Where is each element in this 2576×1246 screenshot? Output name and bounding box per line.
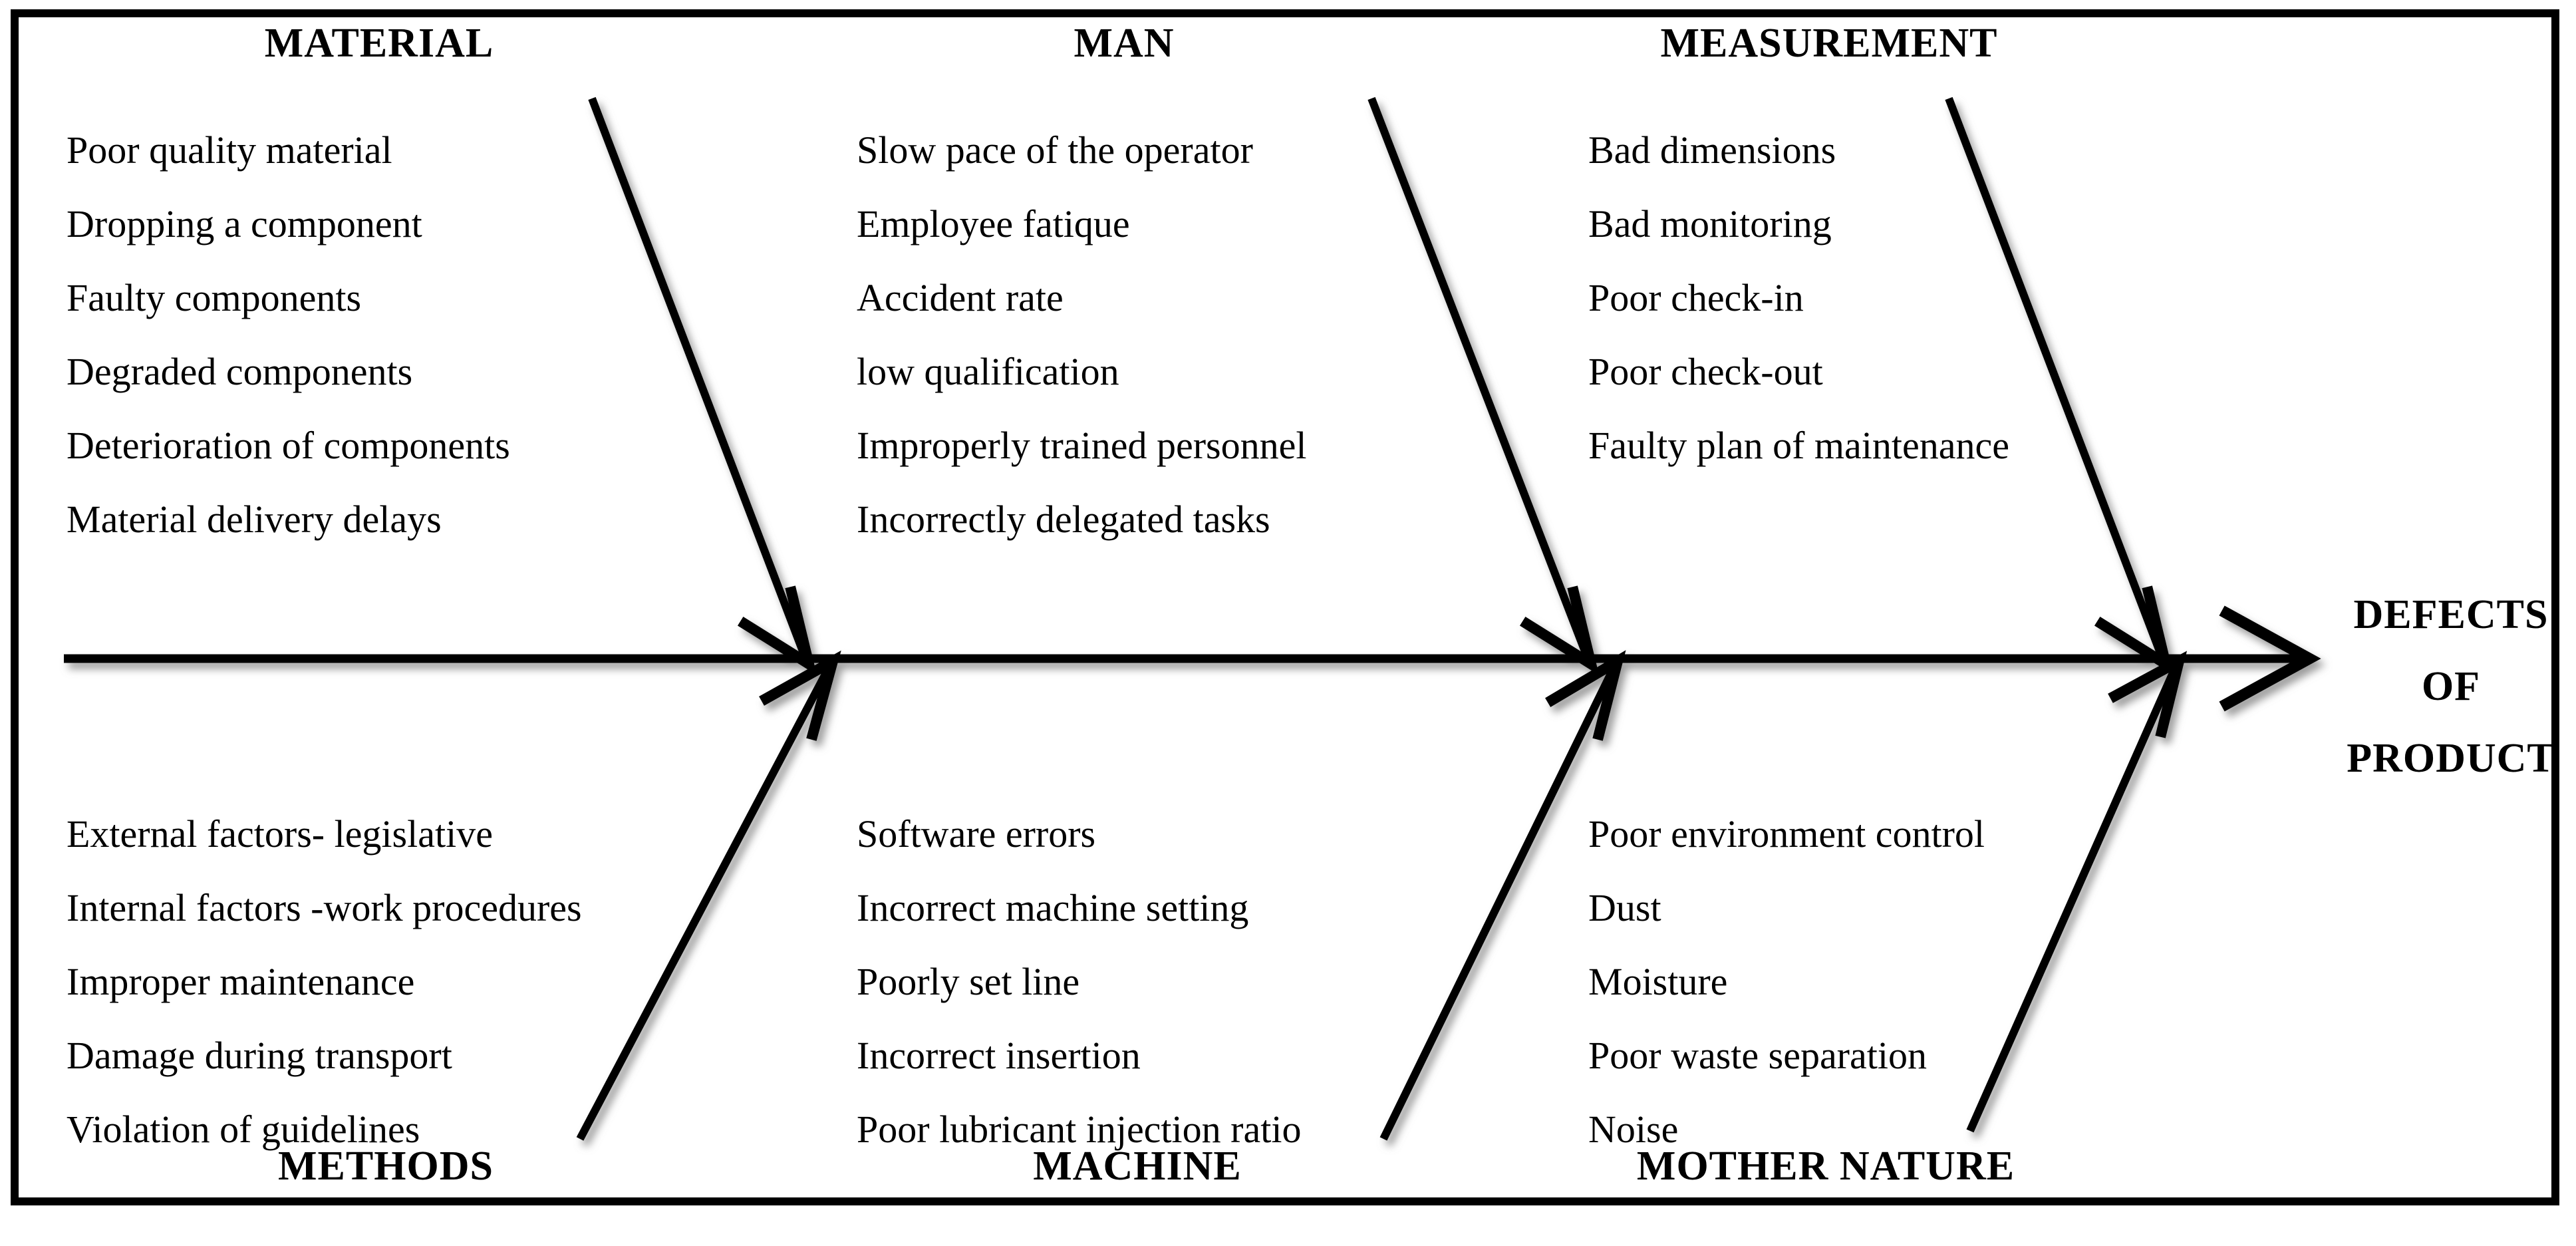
cause-item: Damage during transport (67, 1034, 452, 1077)
category-title-measurement: MEASUREMENT (1660, 21, 1998, 66)
cause-item: Poor lubricant injection ratio (857, 1108, 1302, 1151)
cause-item: Dust (1588, 886, 1661, 929)
effect-label: DEFECTS OF PRODUCT (2341, 579, 2561, 794)
cause-item: Improper maintenance (67, 960, 415, 1003)
cause-item: Incorrect machine setting (857, 886, 1249, 929)
cause-item: Software errors (857, 812, 1096, 856)
effect-label-line: OF (2421, 664, 2481, 709)
cause-item: Moisture (1588, 960, 1728, 1003)
cause-item: Poor waste separation (1588, 1034, 1927, 1077)
cause-item: Dropping a component (67, 202, 422, 245)
cause-item: Material delivery delays (67, 498, 442, 541)
cause-item: Slow pace of the operator (857, 128, 1253, 172)
cause-item: Incorrect insertion (857, 1034, 1141, 1077)
cause-item: Faulty components (67, 276, 362, 319)
cause-item: Poorly set line (857, 960, 1080, 1003)
cause-item: Internal factors -work procedures (67, 886, 582, 929)
category-title-material: MATERIAL (264, 21, 494, 66)
cause-item: Poor environment control (1588, 812, 1985, 856)
cause-item: Poor quality material (67, 128, 392, 172)
cause-item: Employee fatique (857, 202, 1130, 245)
category-title-man: MAN (1073, 21, 1175, 66)
cause-item: Poor check-out (1588, 350, 1823, 393)
cause-item: Bad monitoring (1588, 202, 1832, 245)
cause-item: Noise (1588, 1108, 1679, 1151)
category-title-machine: MACHINE (1033, 1144, 1242, 1189)
cause-item: Degraded components (67, 350, 413, 393)
cause-item: Violation of guidelines (67, 1108, 420, 1151)
category-title-methods: METHODS (278, 1144, 494, 1189)
cause-item: Accident rate (857, 276, 1064, 319)
cause-item: Deterioration of components (67, 424, 510, 467)
cause-item: Faulty plan of maintenance (1588, 424, 2009, 467)
cause-item: Bad dimensions (1588, 128, 1836, 172)
cause-item: Improperly trained personnel (857, 424, 1307, 467)
effect-label-line: PRODUCT (2347, 736, 2555, 781)
cause-item: Incorrectly delegated tasks (857, 498, 1270, 541)
effect-label-line: DEFECTS (2353, 592, 2549, 637)
category-title-mother-nature: MOTHER NATURE (1636, 1144, 2015, 1189)
cause-item: low qualification (857, 350, 1119, 393)
cause-item: Poor check-in (1588, 276, 1804, 319)
cause-item: External factors- legislative (67, 812, 493, 856)
